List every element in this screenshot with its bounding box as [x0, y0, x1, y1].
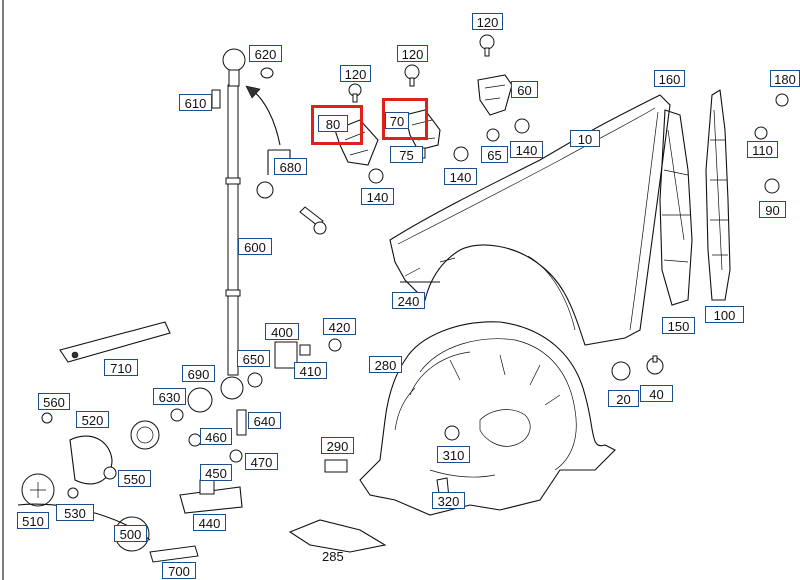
label-450[interactable]: 450 [200, 464, 232, 481]
label-120-top[interactable]: 120 [472, 13, 503, 30]
highlight-80 [311, 105, 363, 145]
label-320[interactable]: 320 [432, 492, 465, 509]
wheel-liner-drawing [359, 321, 616, 516]
label-650[interactable]: 650 [237, 350, 270, 367]
label-630[interactable]: 630 [153, 388, 186, 405]
highlight-70 [382, 98, 428, 140]
label-70[interactable]: 70 [385, 112, 409, 129]
label-60[interactable]: 60 [511, 81, 538, 98]
label-65[interactable]: 65 [481, 146, 508, 163]
label-510[interactable]: 510 [17, 512, 49, 529]
label-600[interactable]: 600 [238, 238, 272, 255]
label-460[interactable]: 460 [200, 428, 232, 445]
label-100[interactable]: 100 [705, 306, 744, 323]
label-120-mid[interactable]: 120 [397, 45, 428, 62]
label-140-right[interactable]: 140 [510, 141, 543, 158]
fender-drawing [389, 94, 671, 346]
label-410[interactable]: 410 [294, 362, 327, 379]
label-75[interactable]: 75 [390, 146, 423, 163]
label-700[interactable]: 700 [162, 562, 196, 579]
label-40[interactable]: 40 [640, 385, 673, 402]
label-120-left[interactable]: 120 [340, 65, 371, 82]
label-620[interactable]: 620 [249, 45, 282, 62]
label-610[interactable]: 610 [179, 94, 212, 111]
label-440[interactable]: 440 [193, 514, 226, 531]
label-240[interactable]: 240 [392, 292, 425, 309]
label-560[interactable]: 560 [38, 393, 70, 410]
label-500[interactable]: 500 [114, 525, 147, 542]
label-280[interactable]: 280 [369, 356, 402, 373]
label-140-mid[interactable]: 140 [444, 168, 477, 185]
label-420[interactable]: 420 [323, 318, 356, 335]
label-150[interactable]: 150 [662, 317, 695, 334]
label-680[interactable]: 680 [274, 158, 307, 175]
label-110[interactable]: 110 [747, 141, 778, 158]
label-20[interactable]: 20 [608, 390, 639, 407]
label-290[interactable]: 290 [321, 437, 354, 454]
label-520[interactable]: 520 [76, 411, 109, 428]
label-550[interactable]: 550 [118, 470, 151, 487]
label-80[interactable]: 80 [318, 115, 348, 132]
label-180[interactable]: 180 [770, 70, 800, 87]
label-285[interactable]: 285 [322, 549, 344, 564]
label-530[interactable]: 530 [56, 504, 94, 521]
label-400[interactable]: 400 [265, 323, 299, 340]
label-90[interactable]: 90 [759, 201, 786, 218]
label-470[interactable]: 470 [245, 453, 278, 470]
label-140-left[interactable]: 140 [361, 188, 394, 205]
label-310[interactable]: 310 [437, 446, 470, 463]
label-10[interactable]: 10 [570, 130, 600, 147]
label-160[interactable]: 160 [654, 70, 685, 87]
label-640[interactable]: 640 [248, 412, 281, 429]
label-690[interactable]: 690 [182, 365, 215, 382]
label-710[interactable]: 710 [104, 359, 138, 376]
